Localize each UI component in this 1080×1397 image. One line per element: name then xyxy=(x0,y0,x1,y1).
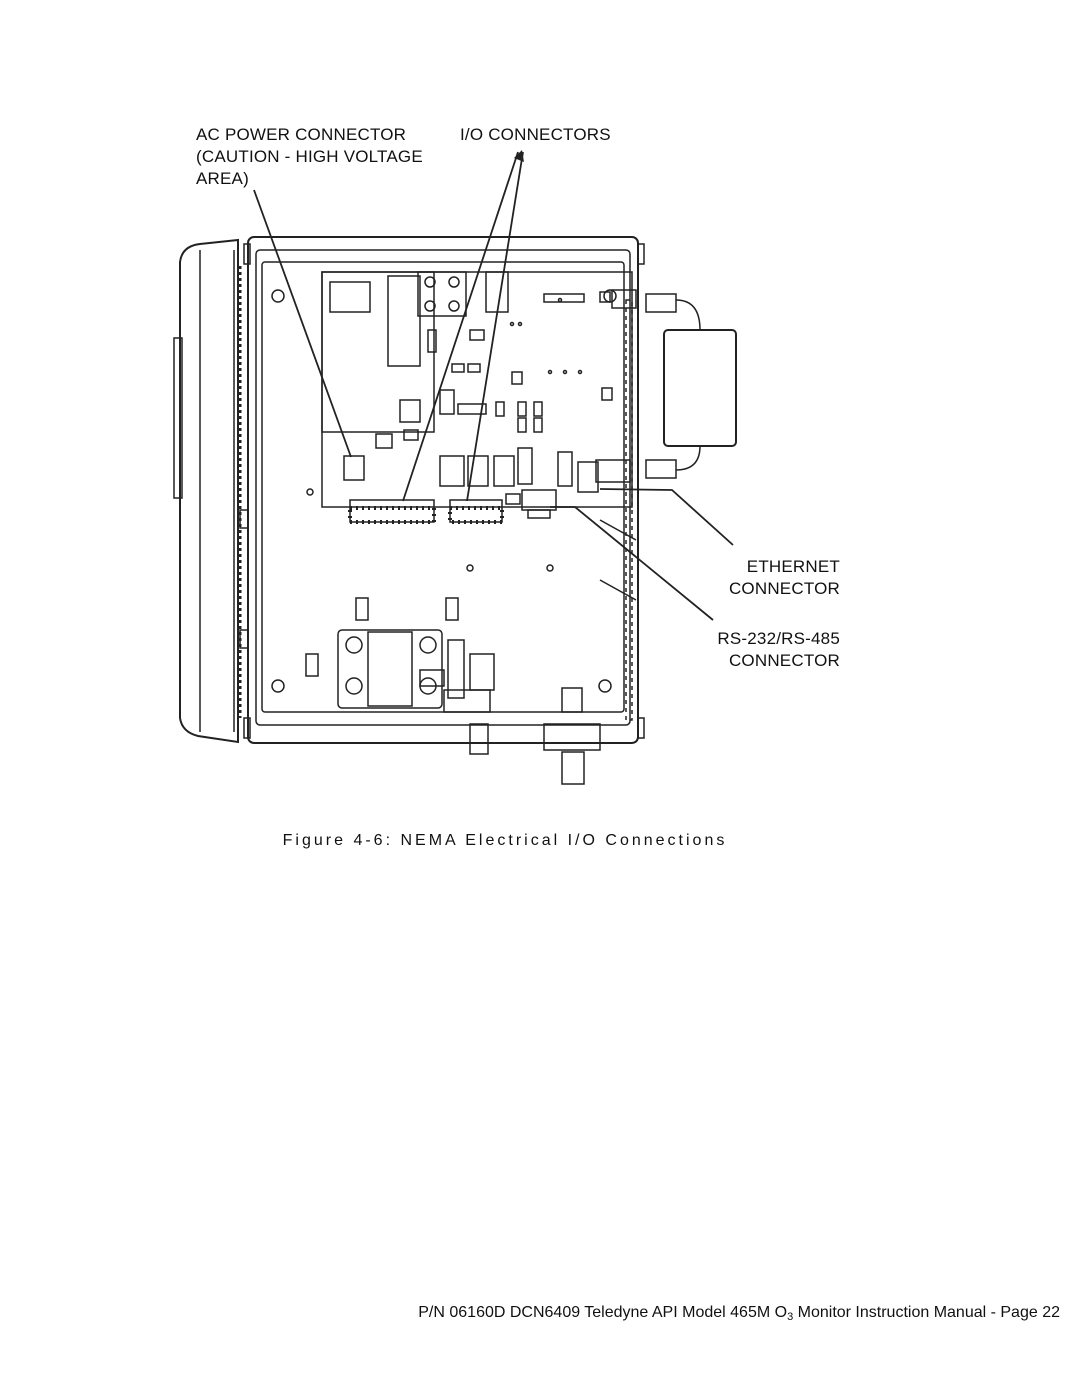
footer-prefix: P/N 06160D DCN6409 Teledyne API Model 46… xyxy=(418,1304,788,1321)
ac-power-label-line2: (CAUTION - HIGH VOLTAGE xyxy=(196,147,423,166)
io-terminal-blocks xyxy=(348,489,557,524)
page-footer: P/N 06160D DCN6409 Teledyne API Model 46… xyxy=(0,1304,1060,1323)
ac-power-label-line3: AREA) xyxy=(196,169,249,188)
ethernet-connector-label: ETHERNET CONNECTOR xyxy=(726,556,840,600)
rs232-label-line1: RS-232/RS-485 xyxy=(717,629,840,648)
footer-suffix: Monitor Instruction Manual - Page 22 xyxy=(793,1304,1060,1321)
rs232-connector-label: RS-232/RS-485 CONNECTOR xyxy=(704,628,840,672)
ac-power-connector-label: AC POWER CONNECTOR (CAUTION - HIGH VOLTA… xyxy=(196,124,423,190)
callout-leaders xyxy=(253,150,734,621)
io-connectors-label: I/O CONNECTORS xyxy=(460,124,611,146)
footer-subscript: 3 xyxy=(787,1311,794,1323)
io-connectors-label-text: I/O CONNECTORS xyxy=(460,125,611,144)
ethernet-label-line2: CONNECTOR xyxy=(728,579,840,598)
figure-caption: Figure 4-6: NEMA Electrical I/O Connecti… xyxy=(282,832,728,849)
ethernet-label-line1: ETHERNET xyxy=(746,557,840,576)
ac-power-label-line1: AC POWER CONNECTOR xyxy=(196,125,407,144)
external-filter xyxy=(595,289,737,483)
enclosure-door xyxy=(173,238,242,744)
rs232-label-line2: CONNECTOR xyxy=(728,651,840,670)
lower-components xyxy=(305,519,637,785)
nema-enclosure-diagram xyxy=(173,150,737,785)
circuit-board xyxy=(306,271,633,508)
